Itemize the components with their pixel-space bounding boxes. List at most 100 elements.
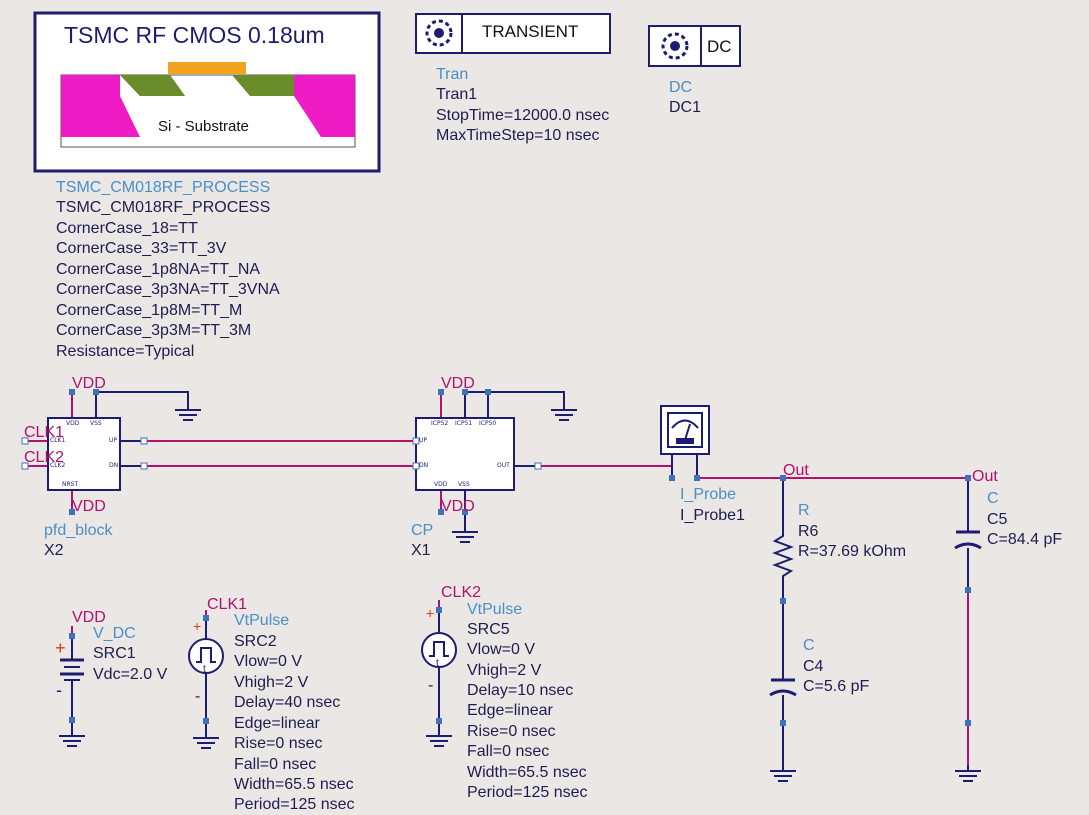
resistor-r6-symbol[interactable] [772,530,794,580]
process-param: CornerCase_3p3NA=TT_3VNA [56,281,280,298]
battery-icon[interactable] [60,658,84,681]
component-name: V_DC [93,625,136,642]
pfd-block-symbol[interactable] [21,417,148,491]
minus-sign: - [56,680,62,700]
instance-name: R6 [798,523,819,540]
process-param: CornerCase_1p8M=TT_M [56,302,243,319]
component-name: CP [411,522,434,539]
process-param: Resistance=Typical [56,343,195,360]
pin-label: VSS [458,481,470,488]
component-name: VtPulse [467,601,523,618]
component-value: Width=65.5 nsec [467,764,587,781]
net-label: VDD [72,498,106,515]
component-value: Vhigh=2 V [234,674,309,691]
process-title: TSMC RF CMOS 0.18um [64,22,325,48]
component-value: Rise=0 nsec [467,723,556,740]
transient-param: Tran [436,66,469,83]
pin-label: OUT [497,462,510,469]
component-value: Vhigh=2 V [467,662,542,679]
process-logo-box[interactable] [33,11,381,173]
net-label: Out [972,468,998,485]
pin-label: ICP52 [431,420,449,427]
process-param: CornerCase_18=TT [56,220,198,237]
component-value: Period=125 nsec [467,784,588,801]
substrate-label: Si - Substrate [158,118,249,135]
pin-label: ICP51 [455,420,473,427]
time-label: t [436,658,439,669]
process-param: CornerCase_1p8NA=TT_NA [56,261,261,278]
current-probe-meter-icon[interactable] [660,405,710,478]
net-label: Out [783,462,809,479]
component-value: Delay=40 nsec [234,694,341,711]
net-label: VDD [441,498,475,515]
instance-name: SRC1 [93,645,136,662]
pin-label: VDD [66,420,80,427]
process-param: TSMC_CM018RF_PROCESS [56,199,271,216]
component-name: R [798,502,810,519]
component-name: VtPulse [234,612,290,629]
connection-points [69,389,971,726]
capacitor-c4-symbol[interactable] [769,670,797,697]
pin-label: VDD [434,481,448,488]
minus-sign: - [195,688,201,705]
time-label: t [203,664,206,675]
cp-block-symbol[interactable] [412,417,542,491]
plus-sign: + [193,618,202,634]
pin-label: DN [109,462,119,469]
pin-label: UP [419,437,428,444]
net-label: CLK2 [24,449,65,466]
pin-label: DN [419,462,429,469]
instance-name: I_Probe1 [680,507,745,524]
plus-sign: + [55,638,66,658]
plus-sign: + [426,605,435,621]
component-value: C=84.4 pF [987,531,1063,548]
component-value: Fall=0 nsec [234,756,317,773]
net-label: CLK1 [207,596,248,613]
minus-sign: - [428,677,434,694]
instance-name: C4 [803,658,824,675]
component-value: Period=125 nsec [234,796,355,813]
pin-label: UP [109,437,118,444]
transient-param: Tran1 [436,86,478,103]
pin-label: CLK2 [50,462,66,469]
instance-name: SRC2 [234,633,277,650]
dc-param: DC1 [669,99,702,116]
transient-param: StopTime=12000.0 nsec [436,107,610,124]
transient-label: TRANSIENT [482,22,579,41]
dc-label: DC [707,37,732,56]
instance-name: X1 [411,542,431,559]
instance-name: SRC5 [467,621,510,638]
component-value: Vlow=0 V [467,641,536,658]
process-param: CornerCase_33=TT_3V [56,240,227,257]
dc-param: DC [669,79,693,96]
pulse-source-icon[interactable] [188,632,457,674]
process-param: TSMC_CM018RF_PROCESS [56,179,271,196]
instance-name: C5 [987,511,1008,528]
net-label: VDD [441,375,475,392]
component-value: Vlow=0 V [234,653,303,670]
component-value: Delay=10 nsec [467,682,574,699]
transient-param: MaxTimeStep=10 nsec [436,127,600,144]
component-name: C [987,490,999,507]
component-name: pfd_block [44,522,113,539]
component-value: Edge=linear [234,715,320,732]
pin-label: NRST [62,481,79,488]
component-name: C [803,637,815,654]
net-label: VDD [72,609,106,626]
component-value: Rise=0 nsec [234,735,323,752]
component-name: I_Probe [680,486,737,503]
net-label: CLK1 [24,424,65,441]
component-value: Fall=0 nsec [467,743,550,760]
process-param: CornerCase_3p3M=TT_3M [56,322,252,339]
pin-label: ICP50 [479,420,497,427]
capacitor-c5-symbol[interactable] [954,530,982,550]
transient-controller[interactable] [415,13,611,54]
simulation-controller-icon [425,19,689,60]
component-value: Width=65.5 nsec [234,776,354,793]
component-value: R=37.69 kOhm [798,543,907,560]
net-label: CLK2 [441,584,482,601]
component-value: C=5.6 pF [803,678,870,695]
pin-label: CLK1 [50,437,66,444]
net-label: VDD [72,375,106,392]
